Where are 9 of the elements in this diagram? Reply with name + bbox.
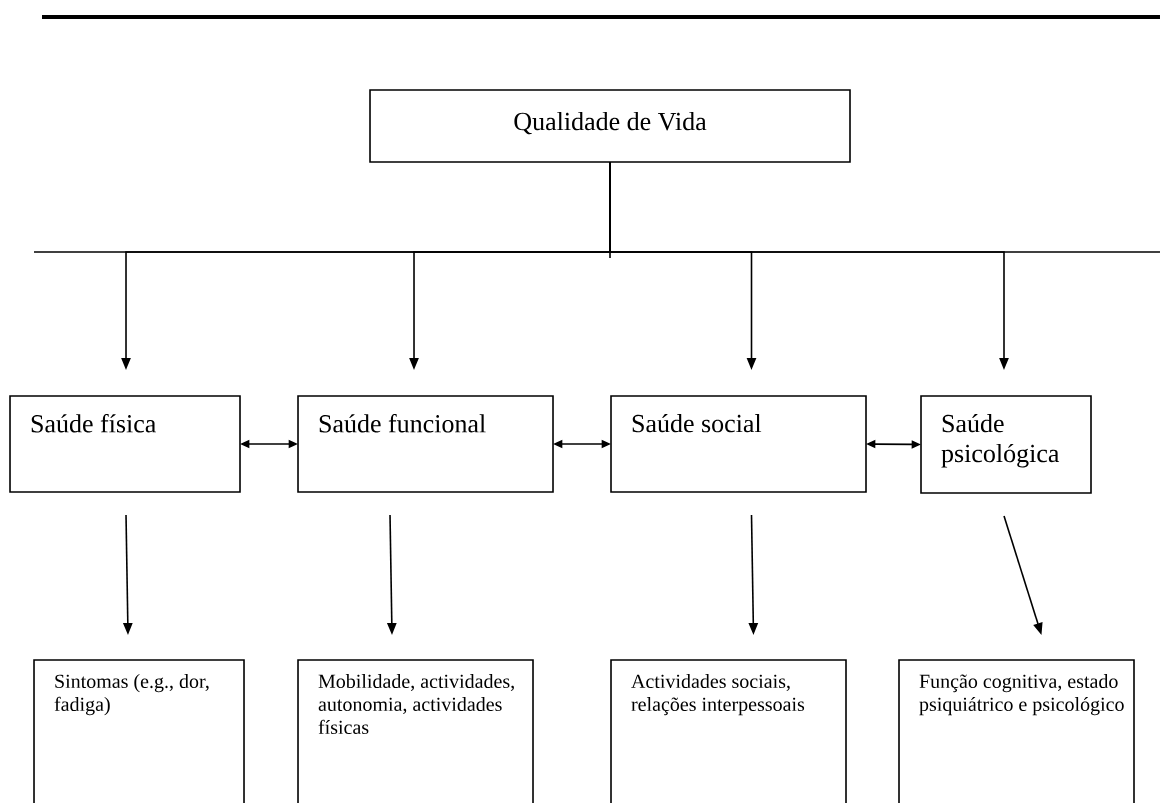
category-box: Saúde física: [9, 395, 241, 493]
category-box: Saúde funcional: [297, 395, 554, 493]
item-box: Função cognitiva, estado psiquiátrico e psicológico: [898, 659, 1135, 803]
item-box: Actividades sociais, relações interpessoais: [610, 659, 847, 803]
title-box: Qualidade de Vida: [369, 89, 851, 163]
item-box: Sintomas (e.g., dor, fadiga): [33, 659, 245, 803]
item-box: Mobilidade, actividades, autonomia, actividades físicas: [297, 659, 534, 803]
category-box: Saúde social: [610, 395, 867, 493]
category-box: Saúde psicológica: [920, 395, 1092, 494]
